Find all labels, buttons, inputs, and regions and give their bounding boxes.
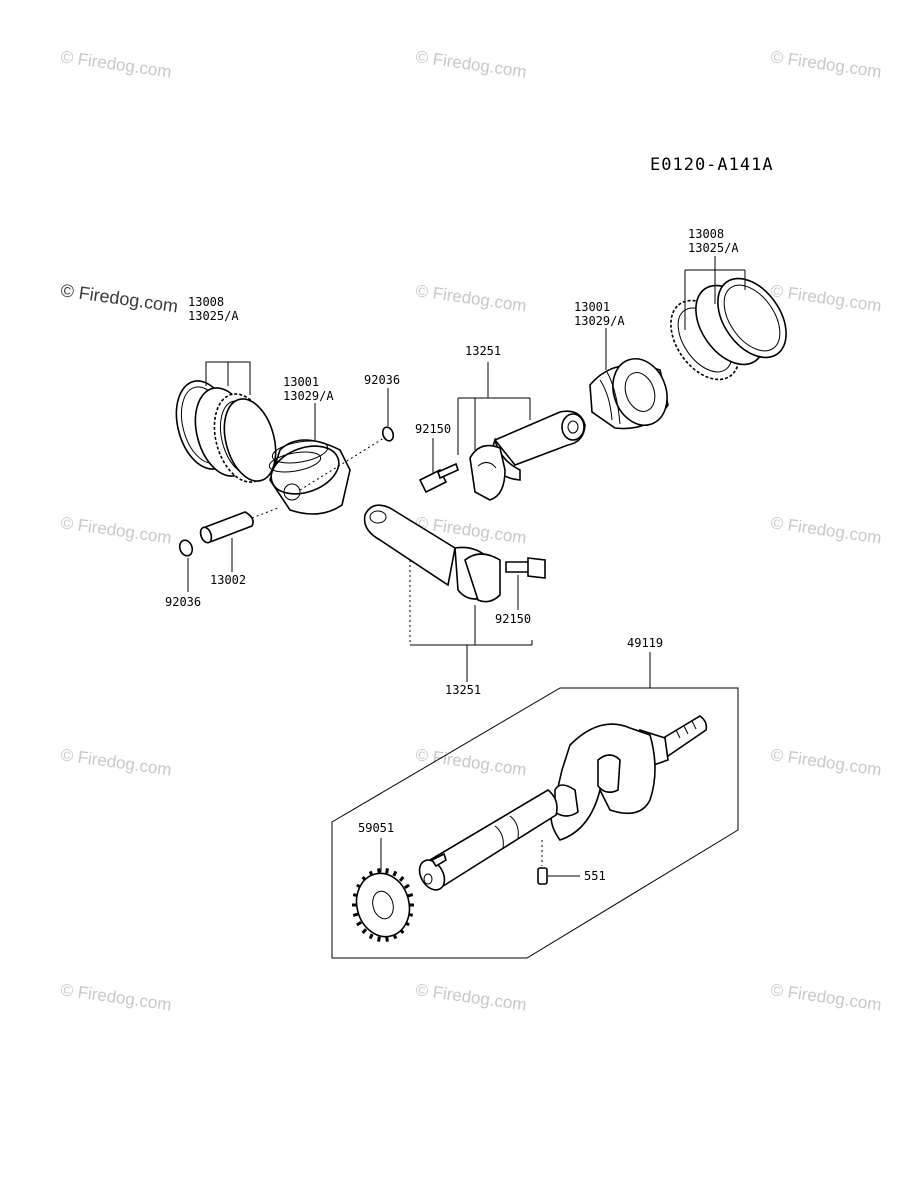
circlip-lower (178, 539, 194, 557)
piston-right (589, 358, 669, 430)
diagram-code: E0120-A141A (650, 155, 774, 175)
svg-text:13029/A: 13029/A (574, 314, 625, 328)
watermark: © Firedog.com (59, 745, 172, 779)
svg-text:92036: 92036 (364, 373, 400, 387)
svg-text:49119: 49119 (627, 636, 663, 650)
crankshaft-assembly-box (331, 687, 739, 959)
svg-text:13251: 13251 (465, 344, 501, 358)
crankshaft-gear (352, 868, 414, 942)
piston-left (268, 439, 351, 515)
label-conrod-upper: 13251 (457, 344, 531, 455)
label-bolt-lower: 92150 (495, 575, 531, 626)
watermark: © Firedog.com (414, 281, 527, 315)
svg-text:13029/A: 13029/A (283, 389, 334, 403)
svg-text:92036: 92036 (165, 595, 201, 609)
crankshaft-key (537, 840, 548, 885)
label-ring-set-left: 13008 13025/A (188, 295, 251, 395)
svg-text:92150: 92150 (415, 422, 451, 436)
watermark: © Firedog.com (414, 980, 527, 1014)
svg-text:59051: 59051 (358, 821, 394, 835)
label-crankshaft: 49119 (627, 636, 663, 688)
svg-text:13025/A: 13025/A (188, 309, 239, 323)
connecting-rod-lower (363, 504, 501, 603)
svg-text:13001: 13001 (283, 375, 319, 389)
watermark: © Firedog.com (769, 513, 882, 547)
svg-text:13251: 13251 (445, 683, 481, 697)
label-gear: 59051 (358, 821, 394, 872)
watermark: © Firedog.com (414, 47, 527, 81)
label-piston-left: 13001 13029/A (283, 375, 334, 440)
label-key: 551 (548, 869, 606, 883)
svg-text:551: 551 (584, 869, 606, 883)
svg-text:13001: 13001 (574, 300, 610, 314)
watermark: © Firedog.com (769, 281, 882, 315)
svg-text:13002: 13002 (210, 573, 246, 587)
svg-text:13008: 13008 (688, 227, 724, 241)
svg-text:92150: 92150 (495, 612, 531, 626)
watermark: © Firedog.com (769, 980, 882, 1014)
circlip-upper (299, 426, 395, 491)
label-piston-right: 13001 13029/A (574, 300, 625, 370)
svg-text:13025/A: 13025/A (688, 241, 739, 255)
label-circlip-lower: 92036 (165, 558, 201, 609)
watermark: © Firedog.com (59, 980, 172, 1014)
label-piston-pin: 13002 (210, 538, 246, 587)
label-circlip-upper: 92036 (364, 373, 400, 426)
watermark: © Firedog.com (769, 745, 882, 779)
piston-rings-left (175, 380, 277, 483)
watermark: © Firedog.com (59, 47, 172, 81)
bolt-upper (418, 462, 459, 494)
bolt-lower (505, 557, 546, 579)
piston-pin (199, 507, 279, 544)
svg-text:13008: 13008 (188, 295, 224, 309)
watermark: © Firedog.com (59, 280, 179, 316)
watermarks: © Firedog.com © Firedog.com © Firedog.co… (59, 47, 882, 1014)
watermark: © Firedog.com (414, 745, 527, 779)
label-ring-set-right: 13008 13025/A (684, 227, 746, 330)
label-conrod-lower: 13251 (409, 560, 533, 697)
piston-rings-right (670, 277, 787, 381)
label-bolt-upper: 92150 (415, 422, 451, 474)
crankshaft (418, 715, 708, 891)
connecting-rod-upper (469, 410, 586, 501)
watermark: © Firedog.com (769, 47, 882, 81)
watermark: © Firedog.com (59, 513, 172, 547)
